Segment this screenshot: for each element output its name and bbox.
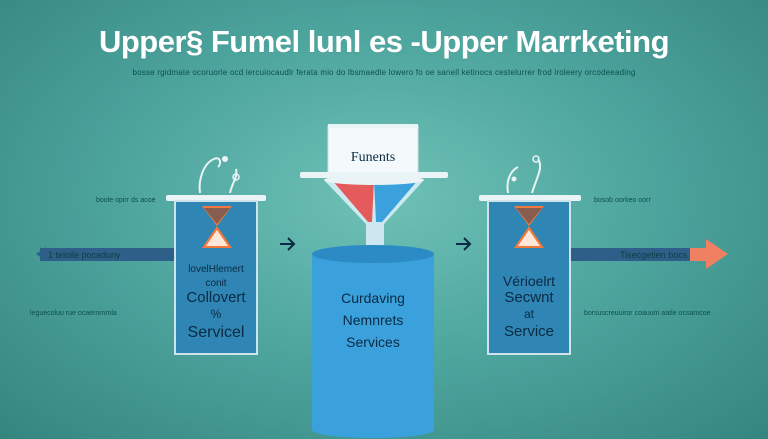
- funnel-icon: [324, 175, 424, 248]
- left-panel-line-3: Collovert: [186, 289, 246, 306]
- left-arrow-icon: [36, 247, 200, 261]
- funnel-label: Funents: [350, 150, 396, 165]
- funnel-sign-board: [327, 125, 419, 175]
- arrow-right-icon: [280, 237, 296, 251]
- right-arrow-label: Tisecgetien bocs: [620, 250, 688, 260]
- cylinder-line-2: Nemnrets: [342, 312, 404, 328]
- funnel-diagram: [300, 124, 448, 438]
- arrow-right-icon-2: [456, 237, 472, 251]
- right-hourglass-icon: [514, 206, 544, 248]
- left-panel-top-bar: [166, 195, 266, 201]
- right-panel-line-4: Service: [503, 323, 555, 340]
- right-lightbulb-icon: [506, 155, 542, 194]
- right-panel-top-label: bosob oorkeo oorr: [594, 197, 651, 204]
- left-panel-bottom-label: leguecoluu rue ocaernrnmla: [30, 310, 117, 317]
- left-arrow-label: 1 teloile pocaduny: [48, 250, 121, 260]
- left-panel-line-2: conit: [205, 278, 227, 289]
- right-panel-line-3: at: [523, 307, 534, 321]
- cylinder-line-1: Curdaving: [341, 290, 405, 306]
- right-panel-top-bar: [479, 195, 581, 201]
- right-panel-line-1: Vérioelrt: [502, 273, 556, 289]
- page-subtitle: bosse rgidmate ocoruorle ocd iercuiocaud…: [132, 68, 636, 77]
- page-title: Upper§ Fumel lunl es -Upper Marrketing: [98, 24, 670, 59]
- left-hourglass-icon: [202, 206, 232, 248]
- left-panel-line-4: %: [210, 307, 222, 321]
- service-cylinder: [312, 245, 434, 438]
- cylinder-line-3: Services: [346, 334, 400, 350]
- left-lightbulb-icon: [198, 156, 240, 194]
- right-arrow-icon: [570, 239, 728, 269]
- left-panel-top-label: boole opirr ds acoe: [96, 197, 156, 204]
- left-panel: lovelHlemert conit Collovert % Servicel: [174, 200, 258, 355]
- right-panel-line-2: Secwnt: [504, 289, 554, 306]
- right-panel-bottom-label: borsuscreuuiror coauum aatle ocsamcoe: [584, 310, 711, 317]
- left-panel-line-1: lovelHlemert: [188, 264, 244, 275]
- left-panel-line-5: Servicel: [187, 324, 245, 341]
